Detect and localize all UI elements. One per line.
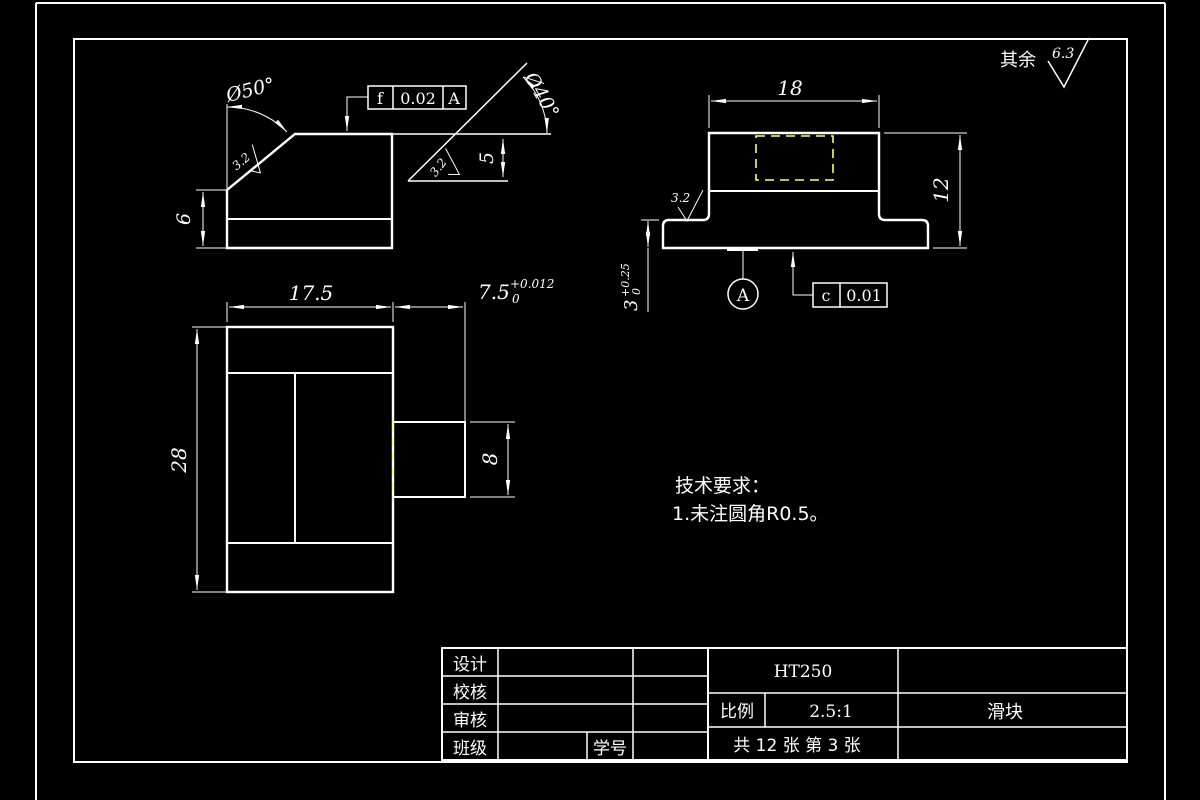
side-fcf-tolerance: 0.01 [846, 286, 882, 305]
plan-dim-28-text: 28 [167, 447, 191, 473]
front-roughness-incline: 3.2 [427, 148, 461, 179]
front-body-outline [225, 132, 394, 250]
title-material-value: HT250 [774, 662, 833, 682]
sheet-borders [35, 2, 1166, 800]
side-roughness-value: 3.2 [671, 191, 690, 205]
side-outline [661, 131, 930, 250]
title-scale-value: 2.5:1 [809, 702, 853, 722]
roughness-icon [1047, 37, 1090, 89]
plan-dim-8-text: 8 [478, 453, 502, 466]
front-view: Ø50° 3.2 3.2 f 0.02 A Ø40° 5 [173, 62, 563, 250]
side-dim-18-text: 18 [777, 76, 802, 100]
front-fcf-symbol: f [377, 89, 384, 108]
front-fcf-tolerance: 0.02 [400, 89, 436, 108]
side-hidden-slot [755, 135, 834, 181]
front-dim-6: 6 [173, 189, 227, 249]
plan-dim-17-5: 17.5 [226, 281, 394, 322]
title-design-label: 设计 [453, 655, 487, 675]
front-dim-5: 5 [476, 139, 506, 177]
front-dim-5-text: 5 [476, 152, 498, 164]
side-fcf: c 0.01 [790, 252, 888, 308]
plan-tongue-outline [393, 421, 466, 498]
title-audit-label: 审核 [453, 711, 487, 731]
front-incline-edge [407, 62, 528, 182]
front-fcf: f 0.02 A [344, 85, 467, 131]
side-dim-18: 18 [708, 76, 880, 128]
side-dim-12: 12 [884, 132, 967, 249]
title-class-label: 班级 [453, 739, 487, 759]
front-roughness-chamfer-value: 3.2 [229, 150, 253, 173]
plan-dim-7-5: 7.5 +0.012 0 [395, 277, 554, 422]
side-dim-3-text: 3 [621, 300, 642, 311]
side-view: 18 12 3 +0.25 0 3.2 [619, 76, 967, 312]
plan-dim-17-5-text: 17.5 [289, 281, 334, 305]
front-dim-angle-40: Ø40° [519, 68, 563, 134]
plan-dim-7-5-sub: 0 [512, 292, 520, 306]
title-sheet-info: 共 12 张 第 3 张 [733, 736, 860, 756]
front-roughness-chamfer: 3.2 [229, 144, 262, 174]
title-student-no-label: 学号 [593, 739, 627, 759]
front-angle-40-text: Ø40° [519, 68, 563, 123]
plan-dim-7-5-text: 7.5 [478, 280, 510, 304]
plan-body-outline [225, 325, 395, 594]
side-dim-3: 3 +0.25 0 [619, 219, 659, 312]
tech-requirements: 技术要求： 1.未注圆角R0.5。 [672, 475, 829, 525]
side-dim-12-text: 12 [929, 177, 953, 202]
front-fcf-datum: A [447, 89, 460, 108]
front-angle-50-text: Ø50° [223, 74, 277, 108]
side-datum-a: A [727, 249, 759, 310]
side-roughness: 3.2 [671, 189, 704, 222]
general-roughness-note: 其余 6.3 [1000, 37, 1090, 89]
plan-view: 17.5 7.5 +0.012 0 28 8 [167, 277, 554, 594]
tech-requirements-item: 1.未注圆角R0.5。 [672, 503, 829, 525]
tech-requirements-title: 技术要求： [675, 475, 770, 497]
other-roughness-value: 6.3 [1052, 46, 1074, 62]
title-scale-label: 比例 [720, 702, 754, 722]
side-fcf-symbol: c [822, 286, 831, 305]
plan-dim-8: 8 [470, 421, 515, 498]
side-dim-3-sup: +0.25 [619, 263, 632, 297]
front-dim-angle-50: Ø50° [223, 74, 288, 188]
plan-dim-7-5-sup: +0.012 [510, 277, 554, 291]
title-block: 设计 校核 审核 班级 学号 HT250 比例 2.5:1 滑块 共 12 张 … [441, 647, 1128, 761]
title-check-label: 校核 [453, 683, 487, 703]
plan-internal-edges [227, 372, 393, 544]
side-dim-3-sub: 0 [630, 288, 643, 295]
other-surfaces-label: 其余 [1000, 50, 1036, 71]
plan-dim-28: 28 [167, 326, 227, 593]
title-part-name: 滑块 [987, 702, 1023, 723]
front-dim-6-text: 6 [173, 213, 195, 225]
side-datum-a-label: A [736, 286, 750, 306]
